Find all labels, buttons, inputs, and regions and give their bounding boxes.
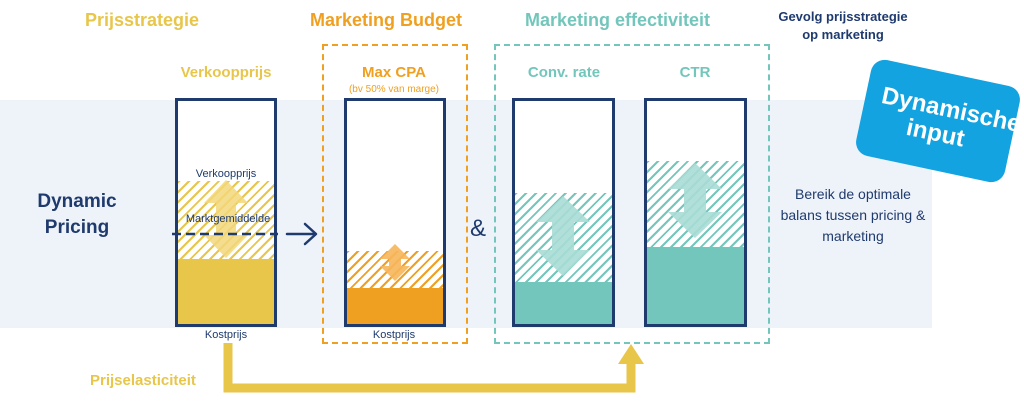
verkoopprijs-fill (178, 259, 274, 324)
dynamic-pricing-label: Dynamic Pricing (37, 191, 117, 238)
column-title-max-cpa: Max CPA (362, 64, 426, 81)
double-arrow-icon (668, 163, 722, 238)
column-title-ctr: CTR (679, 64, 711, 81)
verkoopprijs-inner-label: Verkoopprijs (195, 168, 257, 180)
column-note-max-cpa: (bv 50% van marge) (348, 84, 440, 95)
arrow-right-icon (285, 222, 318, 246)
column-title-verkoopprijs: Verkoopprijs (180, 64, 272, 81)
kostprijs-label-2: Kostprijs (372, 329, 416, 341)
double-arrow-icon (380, 244, 410, 281)
ampersand-label: & (470, 215, 487, 242)
double-arrow-icon (204, 180, 248, 258)
header-gevolg: Gevolg prijsstrategie op marketing (778, 9, 908, 42)
elbow-arrow-icon (223, 343, 644, 393)
ctr-fill (647, 247, 744, 324)
verkoopprijs-bar (175, 98, 277, 327)
double-arrow-icon (536, 196, 590, 276)
kostprijs-label-1: Kostprijs (204, 329, 248, 341)
max-cpa-fill (347, 288, 443, 324)
column-title-conv-rate: Conv. rate (527, 64, 601, 81)
prijselasticiteit-label: Prijselasticiteit (90, 372, 196, 389)
marketing-effectiviteit-frame (494, 44, 770, 344)
marketing-budget-frame (322, 44, 468, 344)
header-marketing-budget: Marketing Budget (310, 10, 463, 30)
header-marketing-effectiviteit: Marketing effectiviteit (525, 10, 711, 30)
conv-rate-fill (515, 282, 612, 324)
badge-text: Dynamische input (879, 82, 1024, 153)
bereik-text: Bereik de optimale balans tussen pricing… (780, 186, 926, 244)
marktgemiddelde-label: Marktgemiddelde (185, 213, 271, 225)
max-cpa-bar (344, 98, 446, 327)
header-prijsstrategie: Prijsstrategie (85, 10, 200, 30)
